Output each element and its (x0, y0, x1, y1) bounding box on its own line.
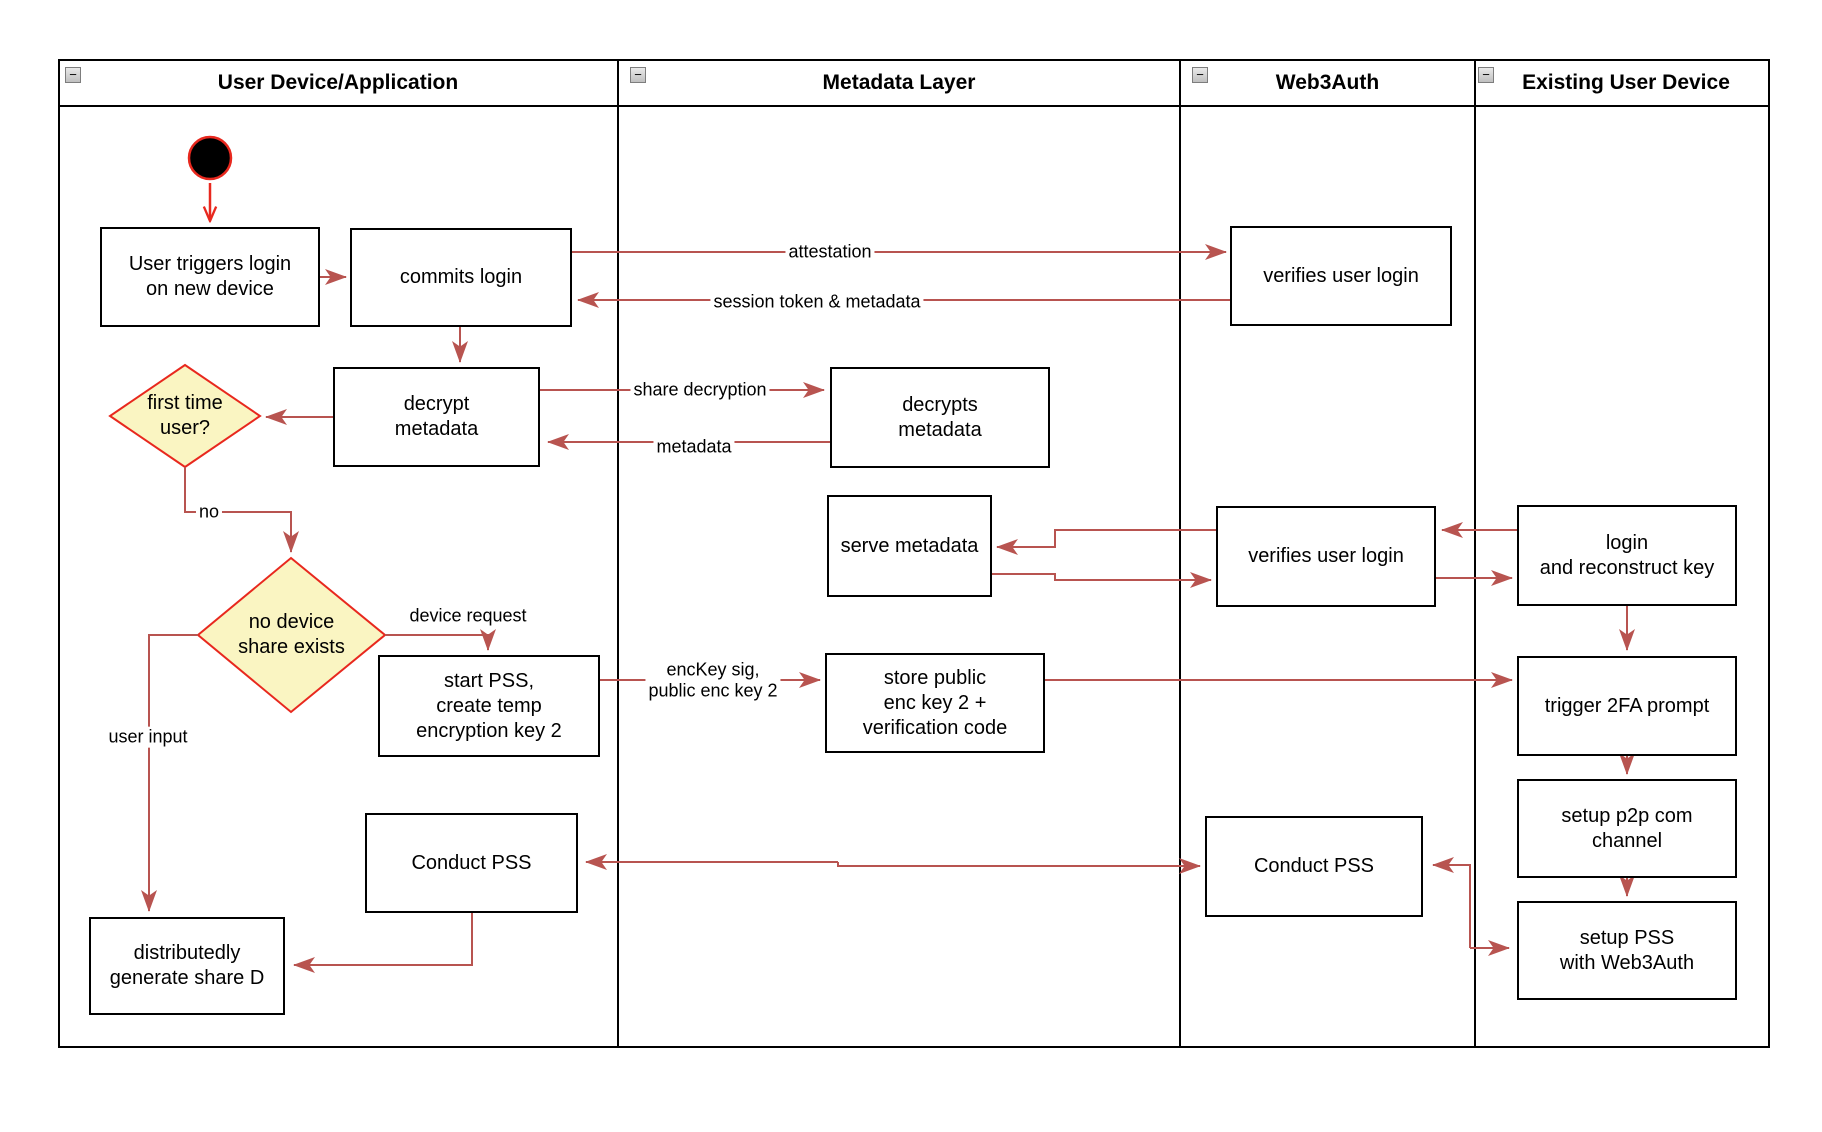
lane-title-user-device: User Device/Application (217, 71, 459, 94)
lane-divider-3 (1474, 59, 1476, 1048)
decision-no-device-share[interactable] (196, 556, 387, 714)
edge-label-no: no (195, 501, 223, 523)
start-node[interactable] (187, 135, 233, 181)
node-verifies-login-mid[interactable]: verifies user login (1216, 506, 1436, 607)
node-decrypt-metadata[interactable]: decrypt metadata (333, 367, 540, 467)
edge-setuppss-to-conductpss (1432, 857, 1471, 948)
collapse-lane-button[interactable]: − (1478, 67, 1494, 83)
edge-label-device-request: device request (406, 605, 530, 627)
collapse-lane-button[interactable]: − (1192, 67, 1208, 83)
node-start-pss[interactable]: start PSS, create temp encryption key 2 (378, 655, 600, 757)
node-verifies-login-top[interactable]: verifies user login (1230, 226, 1452, 326)
lane-title-metadata-layer: Metadata Layer (822, 71, 976, 94)
collapse-lane-button[interactable]: − (630, 67, 646, 83)
edge-verifies-to-serve (996, 529, 1216, 555)
node-conduct-pss-user[interactable]: Conduct PSS (365, 813, 578, 913)
node-setup-p2p[interactable]: setup p2p com channel (1517, 779, 1737, 878)
node-conduct-pss-web3[interactable]: Conduct PSS (1205, 816, 1423, 917)
node-distributedly-generate[interactable]: distributedly generate share D (89, 917, 285, 1015)
lane-title-existing-user-device: Existing User Device (1522, 71, 1730, 94)
lane-divider-1 (617, 59, 619, 1048)
edge-conduct-to-conduct-right (837, 858, 1201, 874)
node-trigger-2fa[interactable]: trigger 2FA prompt (1517, 656, 1737, 756)
decision-label-first-time-user: first time user? (147, 392, 223, 439)
edge-label-metadata: metadata (653, 436, 735, 458)
decision-label-no-device-share: no device share exists (238, 611, 345, 658)
node-login-reconstruct[interactable]: login and reconstruct key (1517, 505, 1737, 606)
edge-label-user-input: user input (105, 726, 191, 748)
collapse-lane-button[interactable]: − (65, 67, 81, 83)
node-decrypts-metadata[interactable]: decrypts metadata (830, 367, 1050, 468)
edge-conduct-to-distgen (293, 913, 473, 973)
lane-divider-2 (1179, 59, 1181, 1048)
edge-serve-to-verifies (992, 572, 1212, 588)
edge-no-branch (184, 467, 299, 553)
node-commits-login[interactable]: commits login (350, 228, 572, 327)
node-setup-pss[interactable]: setup PSS with Web3Auth (1517, 901, 1737, 1000)
edge-label-share-decryption: share decryption (630, 379, 770, 401)
node-user-triggers-login[interactable]: User triggers login on new device (100, 227, 320, 327)
edge-label-enckey: encKey sig, public enc key 2 (645, 659, 781, 701)
diagram-frame (58, 59, 1770, 1048)
lane-header-separator (58, 105, 1770, 107)
edge-label-attestation: attestation (785, 241, 875, 263)
edge-label-session-token: session token & metadata (710, 291, 924, 313)
node-store-public-key[interactable]: store public enc key 2 + verification co… (825, 653, 1045, 753)
lane-title-web3auth: Web3Auth (1275, 71, 1380, 94)
edge-user-input (141, 634, 198, 912)
node-serve-metadata[interactable]: serve metadata (827, 495, 992, 597)
edge-device-request (385, 629, 496, 651)
